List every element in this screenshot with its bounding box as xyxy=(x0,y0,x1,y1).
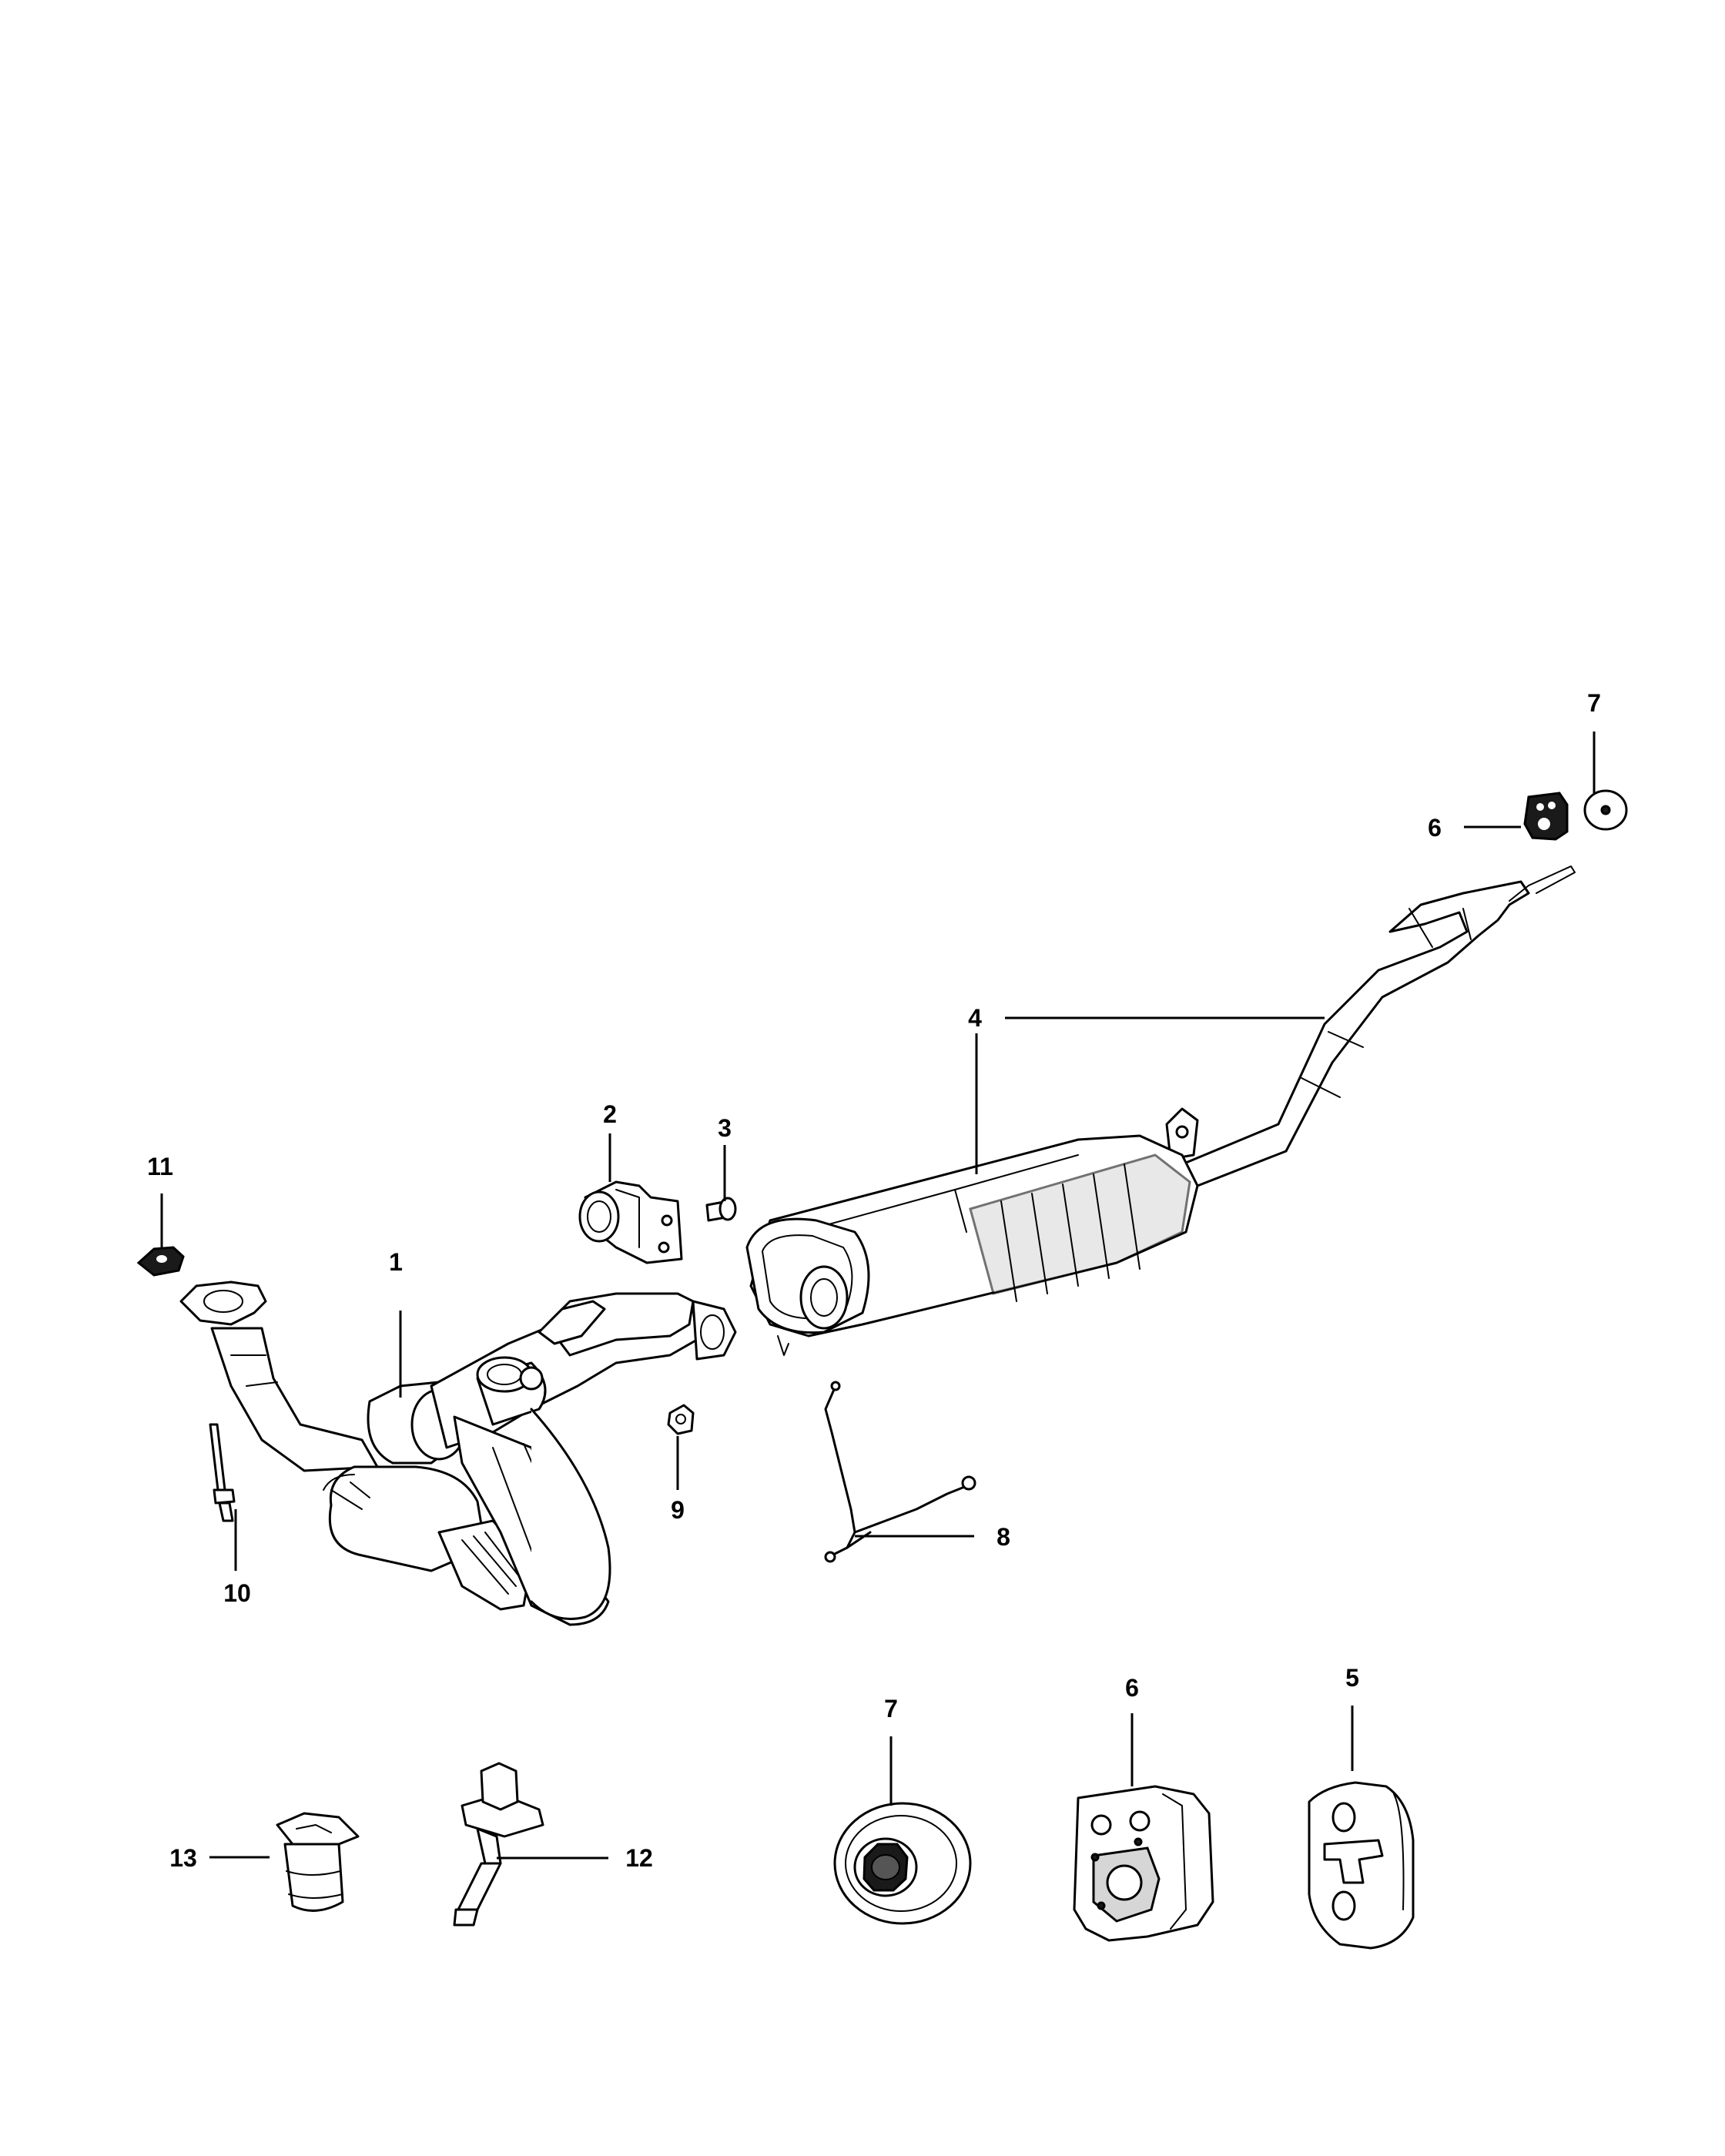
insulator-small xyxy=(1523,792,1569,841)
callout-leaders xyxy=(160,732,1596,1860)
callout-6-detail: 6 xyxy=(1125,1674,1139,1702)
callout-9: 9 xyxy=(671,1496,685,1524)
callout-4: 4 xyxy=(968,1004,982,1032)
muffler-tailpipe-assembly xyxy=(745,865,1576,1356)
nut-part-11 xyxy=(136,1246,185,1277)
isolator-detail xyxy=(833,1802,972,1925)
callout-3: 3 xyxy=(718,1114,732,1142)
isolator-small xyxy=(1583,789,1628,831)
stud-part-10 xyxy=(209,1423,236,1522)
oxygen-sensor-wire xyxy=(824,1381,976,1563)
callout-labels: 1 2 3 4 5 6 6 7 7 8 9 10 11 12 13 xyxy=(147,689,1601,1872)
callout-5: 5 xyxy=(1345,1664,1359,1692)
bracket-clamp xyxy=(578,1180,683,1264)
callout-2: 2 xyxy=(603,1100,617,1128)
callout-7-detail: 7 xyxy=(884,1695,898,1722)
callout-1: 1 xyxy=(389,1248,403,1276)
flange-bolt-detail xyxy=(453,1762,544,1927)
callout-8: 8 xyxy=(996,1523,1010,1551)
nut-part-9 xyxy=(667,1404,695,1435)
callout-13: 13 xyxy=(169,1844,197,1872)
insulator-detail xyxy=(1073,1785,1214,1942)
catalytic-converter-y-pipe xyxy=(179,1281,737,1626)
bolt-part-3 xyxy=(705,1197,737,1222)
callout-12: 12 xyxy=(625,1844,653,1872)
hanger-detail xyxy=(1308,1781,1415,1950)
sleeve-nut-detail xyxy=(276,1812,360,1912)
callout-6: 6 xyxy=(1428,814,1442,842)
callout-11: 11 xyxy=(147,1153,173,1180)
callout-7: 7 xyxy=(1587,689,1601,717)
callout-10: 10 xyxy=(223,1579,251,1607)
